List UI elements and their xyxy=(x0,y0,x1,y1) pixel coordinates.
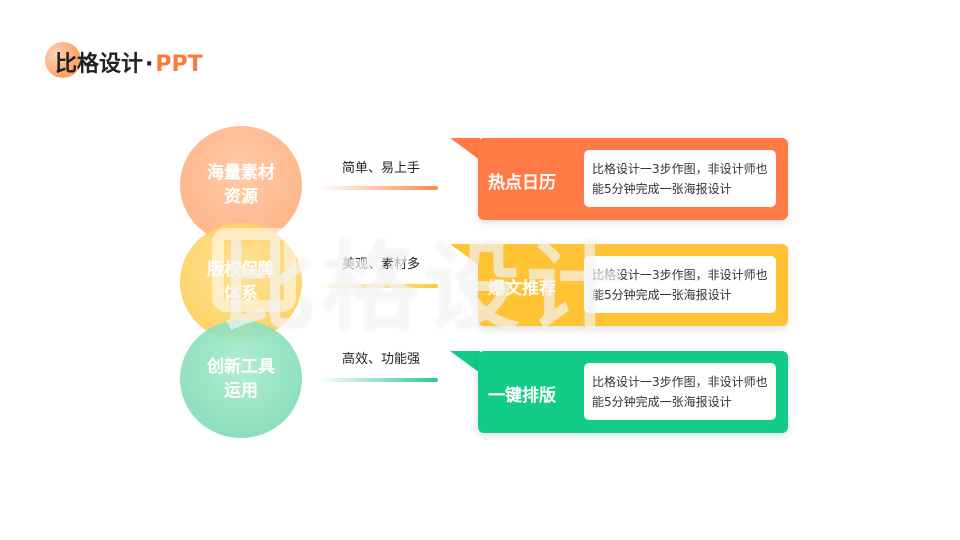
card-desc-box-1: 比格设计一3步作图，非设计师也能5分钟完成一张海报设计 xyxy=(584,150,776,207)
card-desc-1: 比格设计一3步作图，非设计师也能5分钟完成一张海报设计 xyxy=(592,162,768,196)
mid-label-2: 美观、素材多 xyxy=(342,257,421,272)
circle-1-line-1: 海量素材 xyxy=(207,163,275,183)
card-title-2: 爆文推荐 xyxy=(488,279,556,299)
card-title-3: 一键排版 xyxy=(488,386,556,406)
mid-label-3: 高效、功能强 xyxy=(342,352,421,367)
info-card-1: 热点日历 比格设计一3步作图，非设计师也能5分钟完成一张海报设计 xyxy=(478,138,788,220)
circle-2-line-1: 版权保障 xyxy=(207,260,275,280)
brand-name: 比格设计 xyxy=(55,52,144,77)
card-desc-box-2: 比格设计一3步作图，非设计师也能5分钟完成一张海报设计 xyxy=(584,256,776,313)
card-tab-2 xyxy=(450,244,480,266)
brand-logo: 比格设计·PPT xyxy=(55,46,203,78)
connector-line-3 xyxy=(318,378,438,382)
circle-2-line-2: 体系 xyxy=(224,284,258,304)
info-card-2: 爆文推荐 比格设计一3步作图，非设计师也能5分钟完成一张海报设计 xyxy=(478,244,788,326)
circle-1-line-2: 资源 xyxy=(224,187,258,207)
mid-label-1: 简单、易上手 xyxy=(342,161,421,176)
connector-line-1 xyxy=(318,186,438,190)
feature-circle-3: 创新工具运用 xyxy=(180,320,302,438)
logo-circle xyxy=(45,42,81,78)
connector-line-2 xyxy=(318,284,438,288)
card-desc-3: 比格设计一3步作图，非设计师也能5分钟完成一张海报设计 xyxy=(592,375,768,409)
brand-suffix: PPT xyxy=(155,52,203,77)
card-tab-3 xyxy=(450,351,480,373)
card-tab-1 xyxy=(450,138,480,160)
circle-3-line-2: 运用 xyxy=(224,381,258,401)
card-desc-box-3: 比格设计一3步作图，非设计师也能5分钟完成一张海报设计 xyxy=(584,363,776,420)
brand-separator: · xyxy=(145,52,154,77)
circle-3-line-1: 创新工具 xyxy=(207,357,275,377)
card-desc-2: 比格设计一3步作图，非设计师也能5分钟完成一张海报设计 xyxy=(592,268,768,302)
card-title-1: 热点日历 xyxy=(488,173,556,193)
info-card-3: 一键排版 比格设计一3步作图，非设计师也能5分钟完成一张海报设计 xyxy=(478,351,788,433)
